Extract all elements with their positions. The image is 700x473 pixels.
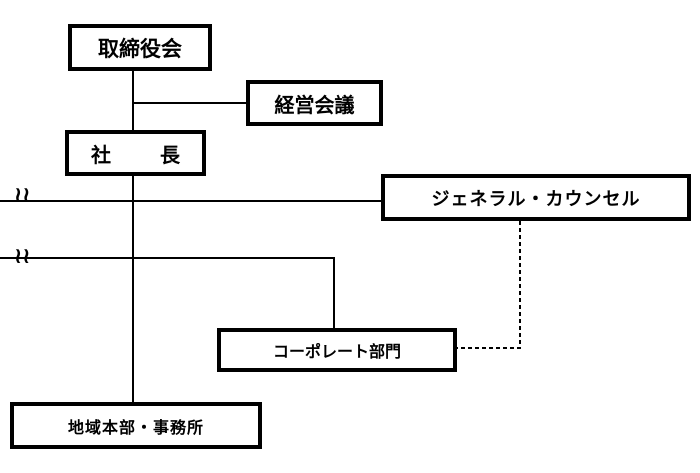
gc-corp-dashed-line <box>457 221 521 349</box>
president-label-part1: 社 <box>91 142 111 167</box>
line-break-mark-1: ≀≀ <box>14 183 31 208</box>
regional-hq-box: 地域本部・事務所 <box>10 402 262 449</box>
regional-hq-label: 地域本部・事務所 <box>67 417 204 437</box>
president-label-part2: 長 <box>160 142 180 167</box>
corp-line <box>0 257 335 328</box>
board-label: 取締役会 <box>98 36 182 61</box>
management-meeting-label: 経営会議 <box>274 92 355 117</box>
line-break-mark-2: ≀≀ <box>14 244 31 269</box>
general-counsel-label: ジェネラル・カウンセル <box>431 188 641 210</box>
president-box: 社 長 <box>65 130 206 176</box>
management-meeting-box: 経営会議 <box>246 80 383 126</box>
corporate-dept-box: コーポレート部門 <box>217 328 457 372</box>
board-of-directors-box: 取締役会 <box>68 24 212 71</box>
corporate-dept-label: コーポレート部門 <box>272 342 401 361</box>
general-counsel-box: ジェネラル・カウンセル <box>381 174 691 221</box>
